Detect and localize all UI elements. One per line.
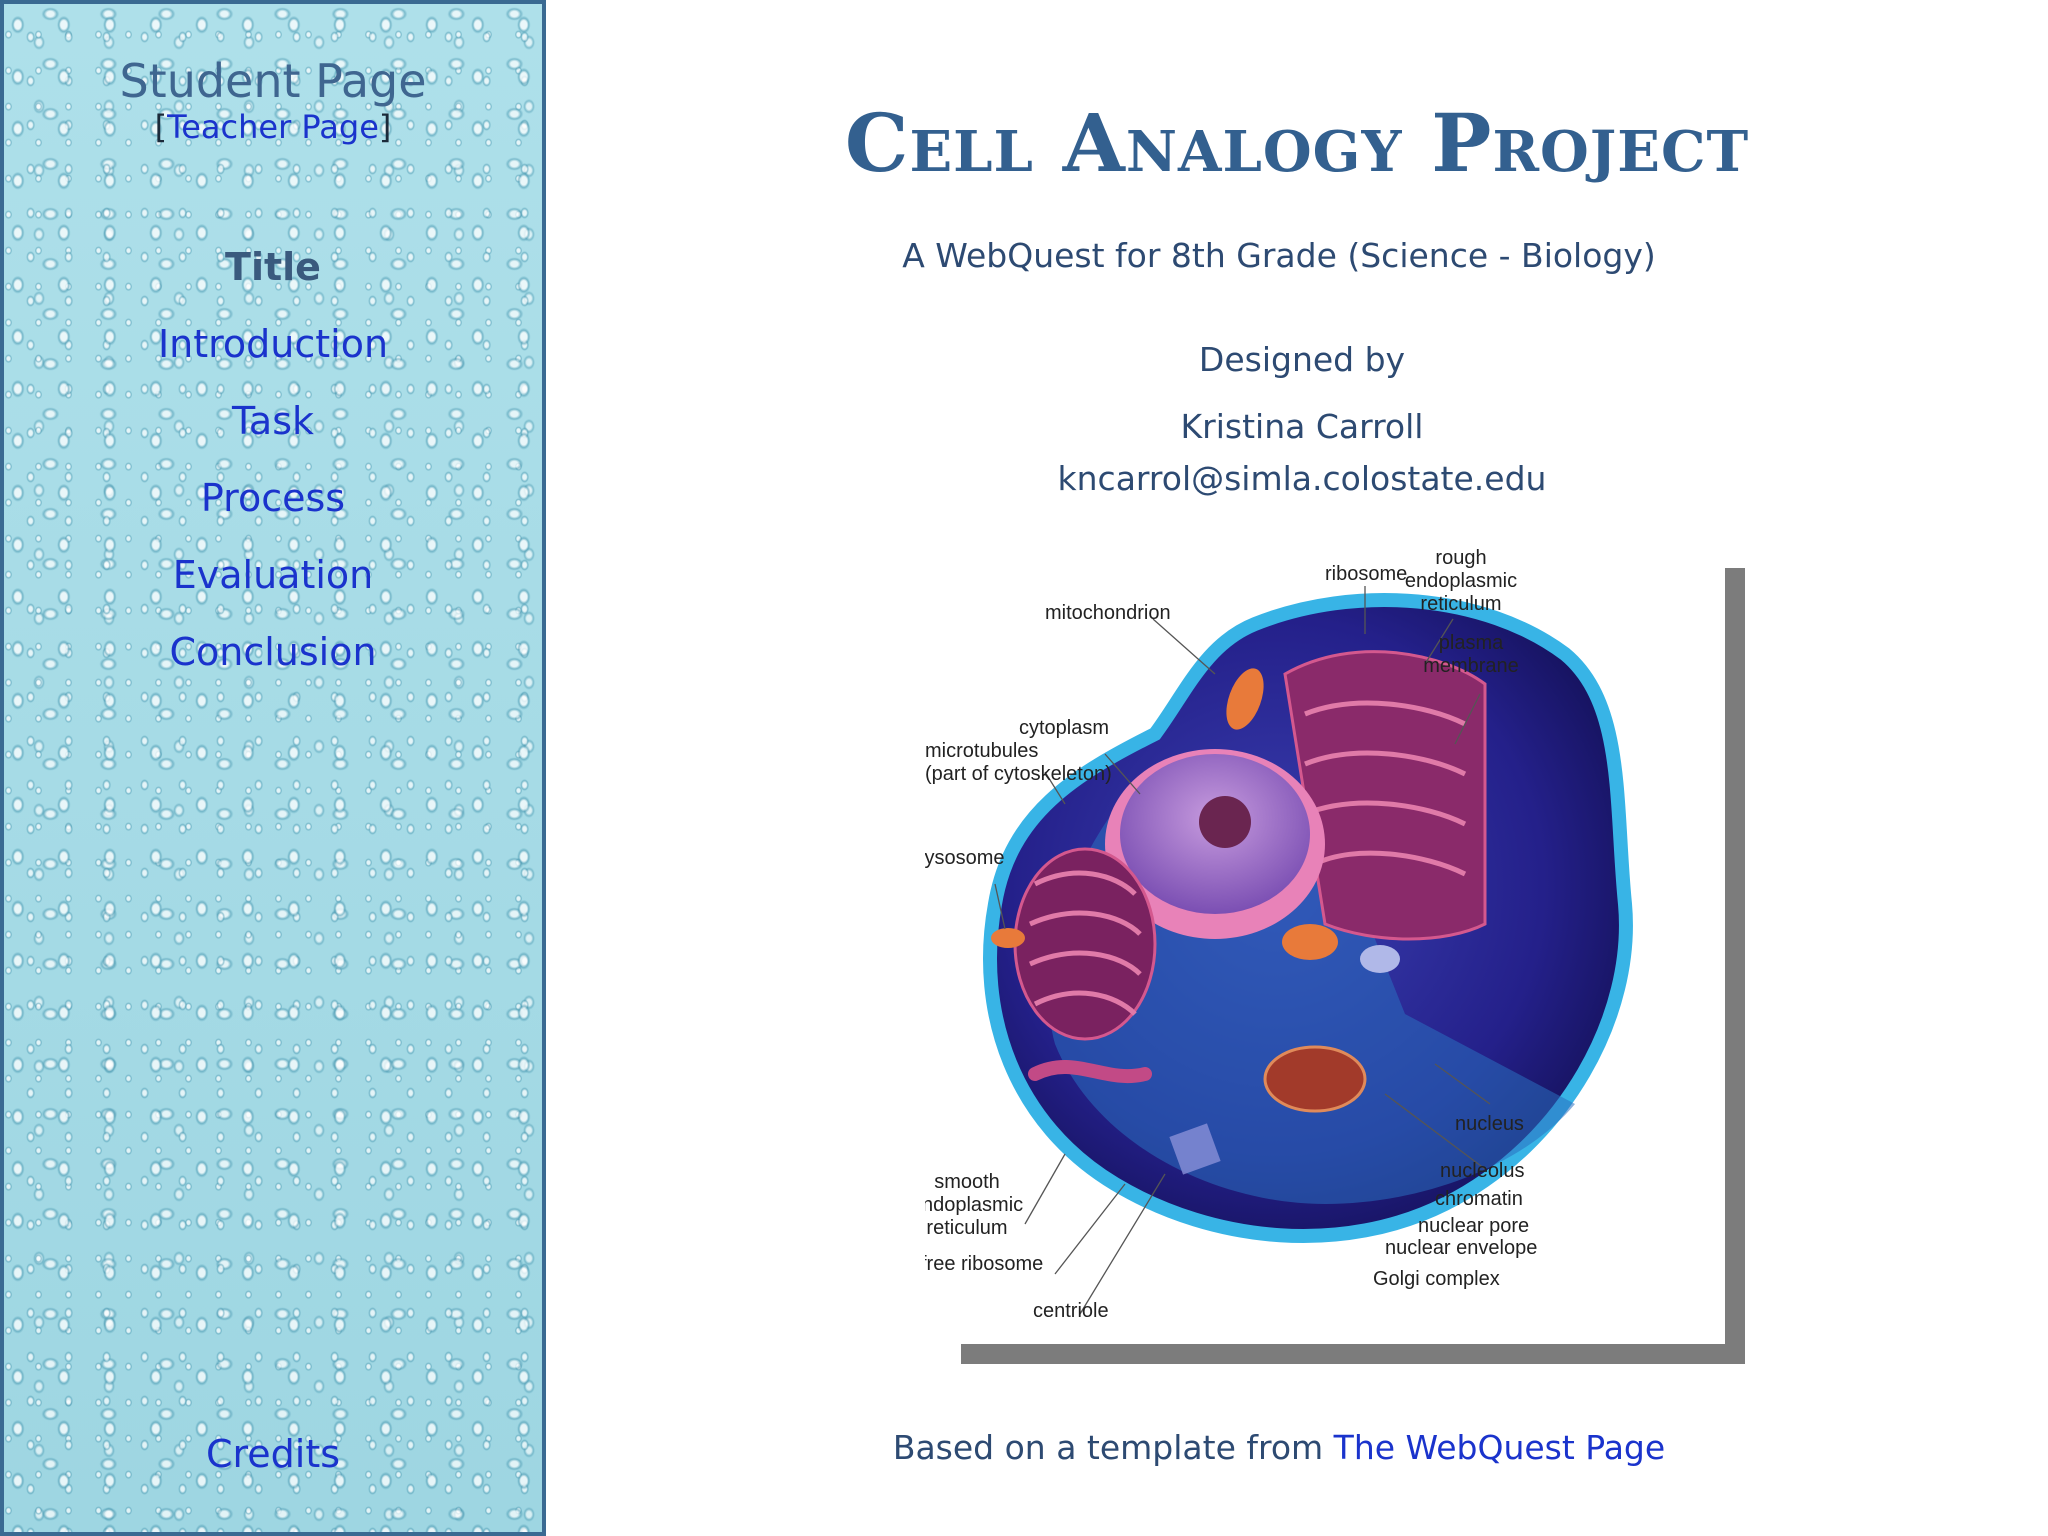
bracket-close: ]: [378, 108, 392, 146]
mitochondrion-shape-3: [1360, 945, 1400, 973]
label-cytoplasm: cytoplasm: [1019, 717, 1109, 739]
nav-item-title: Title: [225, 245, 321, 289]
centriole-shape: [1169, 1123, 1221, 1175]
label-rough-er-2: endoplasmic: [1405, 570, 1517, 592]
nav-item-conclusion[interactable]: Conclusion: [169, 630, 377, 674]
nav-item-introduction[interactable]: Introduction: [157, 322, 389, 366]
animal-cell-diagram: ribosome rough endoplasmic reticulum mit…: [925, 544, 1725, 1344]
label-nucleolus: nucleolus: [1440, 1160, 1525, 1182]
leader-lines: [994, 586, 1491, 1315]
label-ribosome: ribosome: [1325, 563, 1407, 585]
label-smooth-er-3: reticulum: [926, 1217, 1007, 1239]
page-subtitle: A WebQuest for 8th Grade (Science - Biol…: [902, 236, 1656, 275]
label-nucleus: nucleus: [1455, 1113, 1524, 1135]
sidebar-nav: Student Page [Teacher Page] Title Introd…: [0, 0, 546, 1536]
label-free-ribosome: free ribosome: [925, 1253, 1043, 1275]
label-smooth-er-1: smooth: [934, 1171, 1000, 1193]
mitochondrion-shape-2: [1282, 924, 1338, 960]
credits-link[interactable]: Credits: [205, 1432, 341, 1476]
nav-item-process[interactable]: Process: [200, 476, 346, 520]
nav-menu: Title Introduction Task Process Evaluati…: [4, 240, 542, 702]
golgi-complex-shape: [1263, 1045, 1367, 1113]
bracket-open: [: [154, 108, 168, 146]
rough-er-shape: [1283, 650, 1487, 941]
page-title: Cell Analogy Project: [844, 96, 1750, 190]
footer-credit: Based on a template from The WebQuest Pa…: [716, 1428, 1842, 1467]
label-rough-er-1: rough: [1435, 547, 1486, 569]
nav-item-task[interactable]: Task: [231, 399, 314, 443]
lysosome-shape: [991, 928, 1025, 948]
label-smooth-er-2: endoplasmic: [925, 1194, 1023, 1216]
label-lysosome: lysosome: [925, 847, 1004, 869]
label-mitochondrion: mitochondrion: [1045, 602, 1171, 624]
label-centriole: centriole: [1033, 1300, 1109, 1322]
golgi-shape: [1013, 847, 1157, 1041]
label-nuclear-envelope: nuclear envelope: [1385, 1237, 1537, 1259]
label-microtubules-1: microtubules: [925, 740, 1038, 762]
label-microtubules-2: (part of cytoskeleton): [925, 763, 1112, 785]
label-chromatin: chromatin: [1435, 1188, 1523, 1210]
label-plasma-1: plasma: [1439, 632, 1504, 654]
smooth-er-shape: [1028, 1059, 1152, 1084]
author-email: kncarrol@simla.colostate.edu: [1057, 459, 1547, 498]
teacher-page-link[interactable]: Teacher Page: [167, 108, 379, 146]
main-content: Cell Analogy Project A WebQuest for 8th …: [546, 0, 2048, 1536]
mitochondrion-shape: [1226, 668, 1264, 730]
webquest-page-link[interactable]: The WebQuest Page: [1333, 1428, 1666, 1467]
footer-text: Based on a template from: [892, 1428, 1334, 1467]
author-name: Kristina Carroll: [1180, 407, 1424, 446]
sidebar-title: Student Page: [119, 54, 427, 108]
label-golgi: Golgi complex: [1373, 1268, 1500, 1290]
nav-item-evaluation[interactable]: Evaluation: [172, 553, 374, 597]
cell-illustration: ribosome rough endoplasmic reticulum mit…: [925, 547, 1633, 1322]
label-rough-er-3: reticulum: [1420, 593, 1501, 615]
teacher-page-line: [Teacher Page]: [4, 108, 542, 146]
nucleus-shape: [1105, 749, 1325, 939]
label-plasma-2: membrane: [1423, 655, 1519, 677]
label-nuclear-pore: nuclear pore: [1418, 1215, 1529, 1237]
designed-by-label: Designed by: [1198, 340, 1406, 379]
